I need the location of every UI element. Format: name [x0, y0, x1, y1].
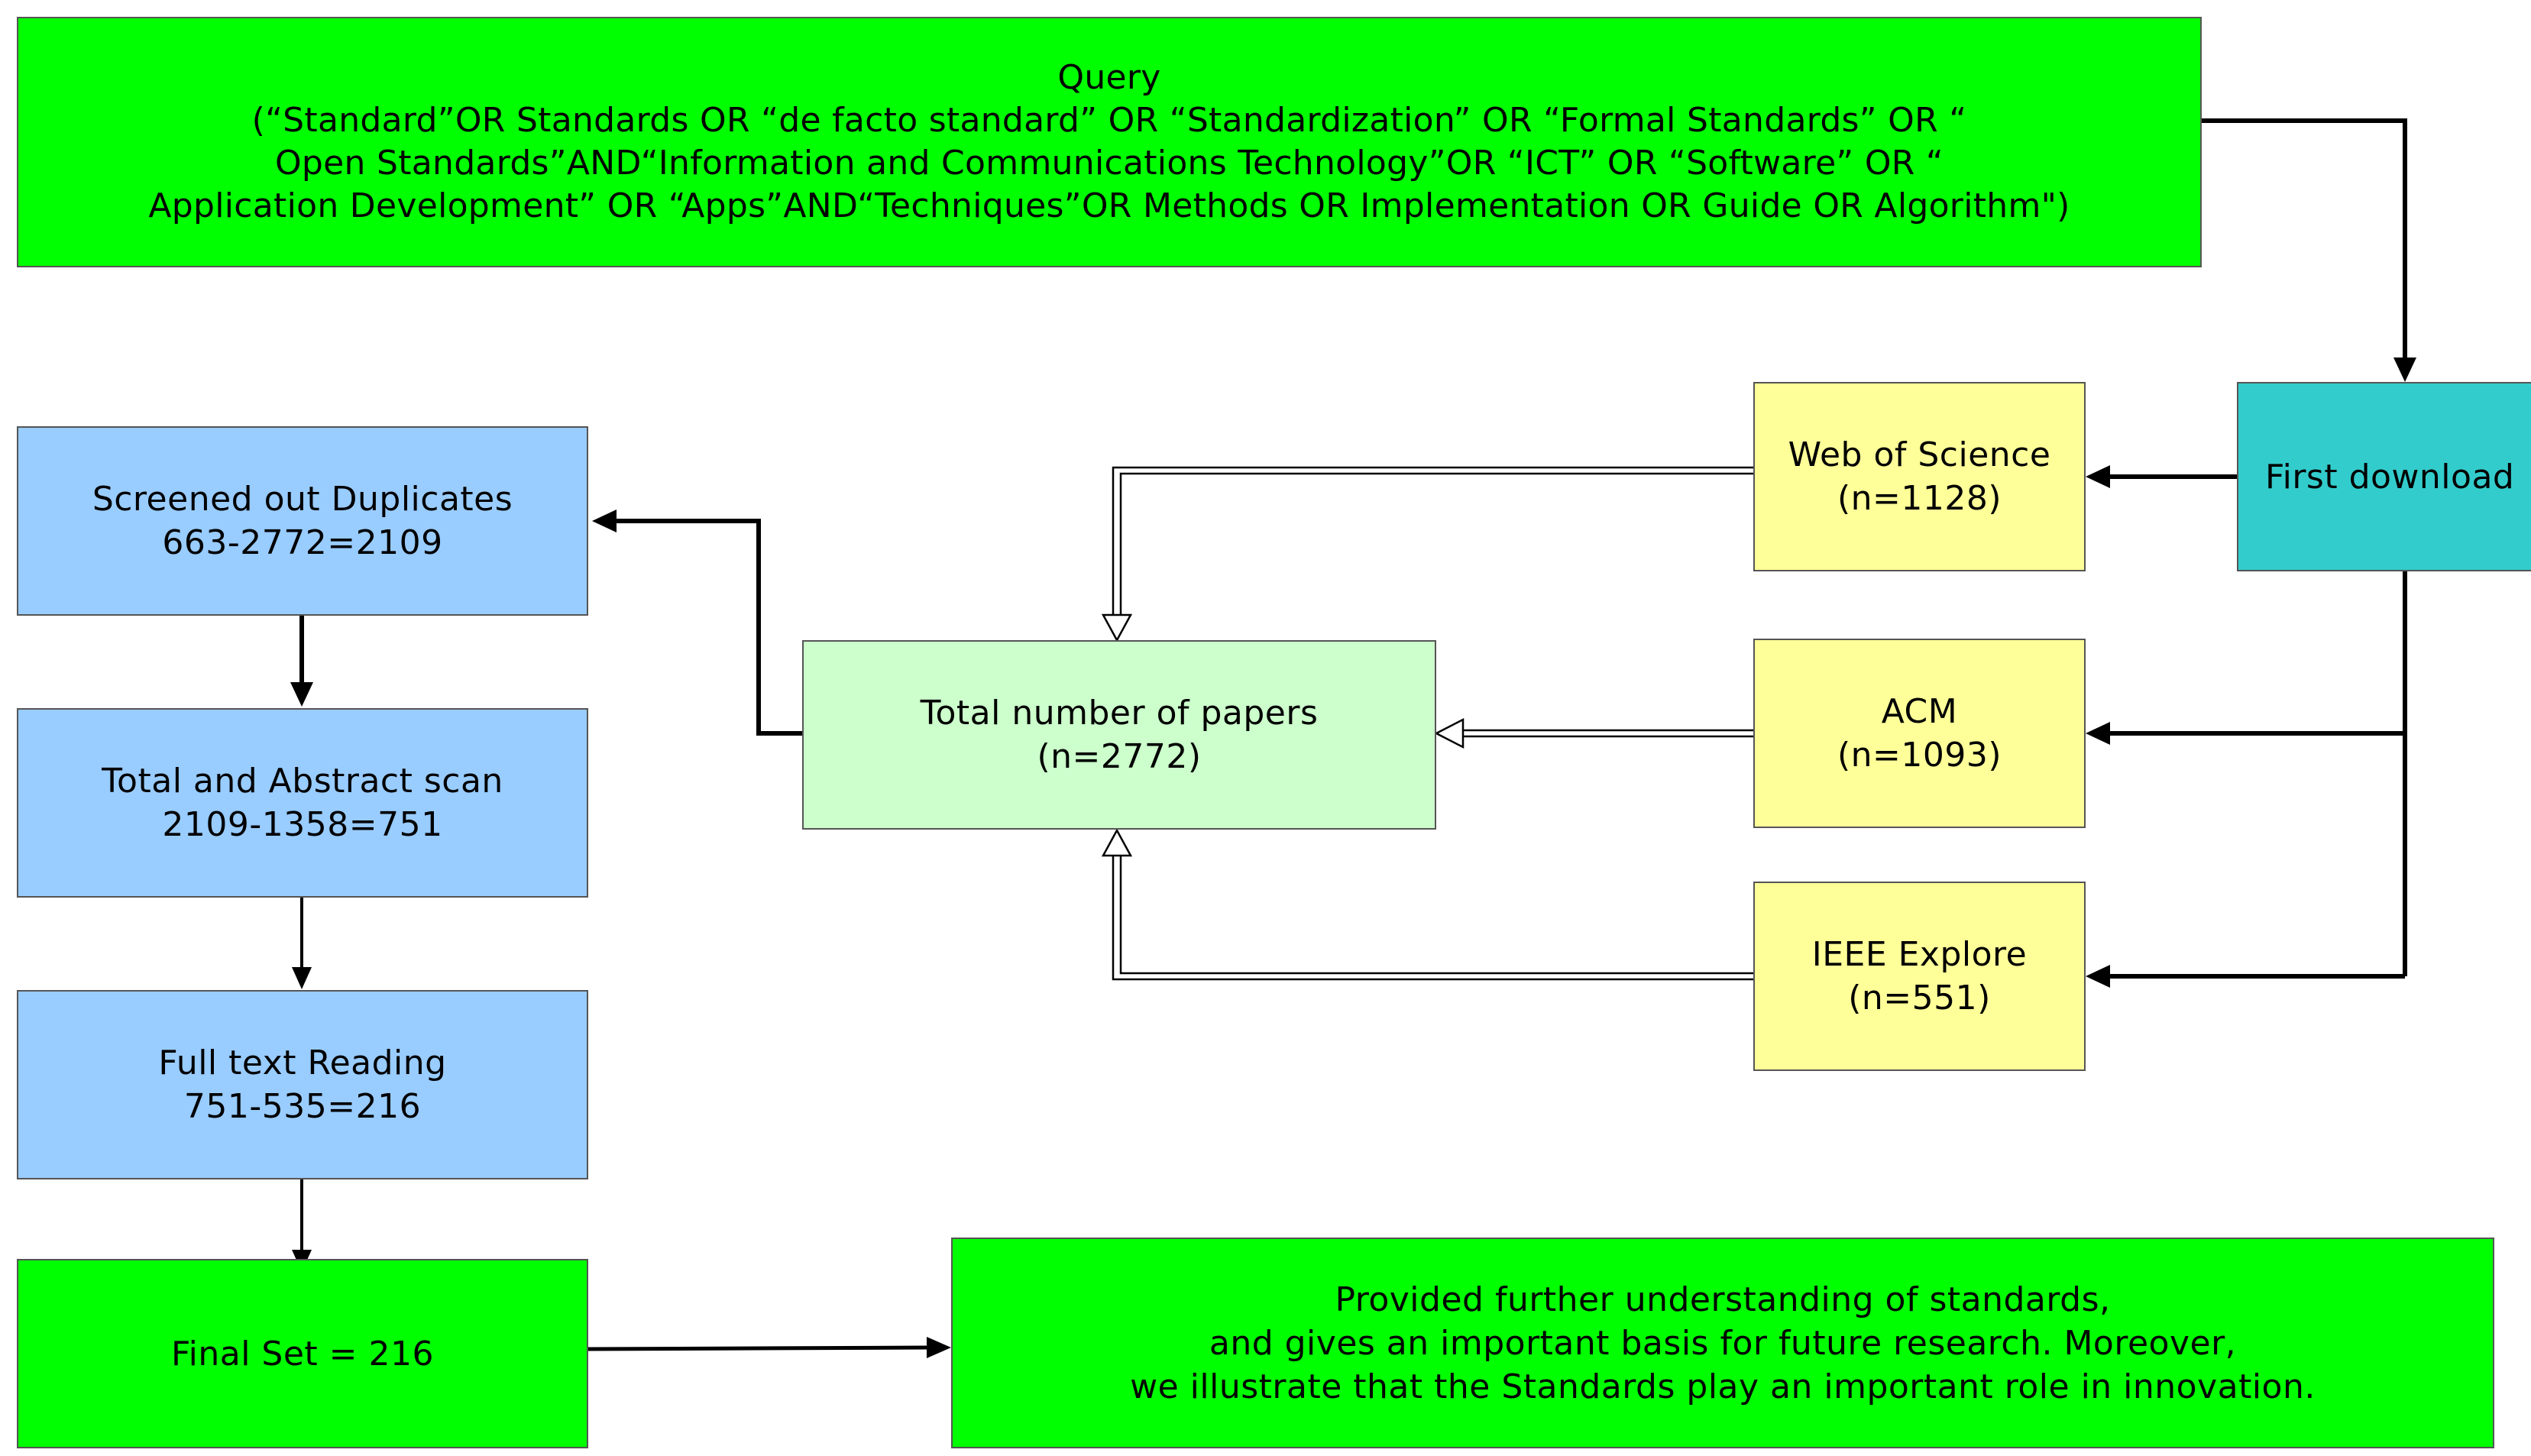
- step-content: Screened out Duplicates 663-2772=2109: [92, 477, 513, 565]
- hollow-arrowhead: [1101, 828, 1133, 857]
- total-label: Total number of papers: [920, 694, 1319, 733]
- query-line-1: (“Standard”OR Standards OR “de facto sta…: [251, 101, 1967, 140]
- query-to-download-connector: [2200, 118, 2407, 359]
- conclusion-line-1: Provided further understanding of standa…: [1335, 1280, 2111, 1319]
- query-line-2: Open Standards”AND“Information and Commu…: [274, 144, 1944, 183]
- total-count: (n=2772): [1037, 737, 1202, 776]
- first-download-box: First download: [2237, 382, 2531, 571]
- query-content: Query (“Standard”OR Standards OR “de fac…: [148, 57, 2070, 228]
- source-content: IEEE Explore (n=551): [1812, 933, 2027, 1020]
- arrowhead: [2086, 722, 2110, 745]
- source-name: IEEE Explore: [1811, 935, 2028, 974]
- conclusion-content: Provided further understanding of standa…: [1130, 1278, 2316, 1409]
- wos-to-total-connector: [1112, 466, 1753, 615]
- total-papers-box: Total number of papers (n=2772): [802, 640, 1436, 830]
- step-label: Total and Abstract scan: [102, 762, 503, 801]
- step-label: Full text Reading: [158, 1043, 447, 1082]
- hollow-arrowhead: [1434, 717, 1465, 749]
- step-box-abstract-scan: Total and Abstract scan 2109-1358=751: [17, 708, 588, 898]
- query-title: Query: [1057, 58, 1161, 97]
- final-set-box: Final Set = 216: [17, 1259, 588, 1448]
- final-set-label: Final Set = 216: [171, 1334, 434, 1373]
- source-count: (n=1093): [1837, 736, 2002, 775]
- source-count: (n=551): [1848, 979, 1991, 1018]
- arrowhead: [292, 967, 312, 989]
- arrowhead: [2393, 358, 2416, 382]
- step-value: 751-535=216: [183, 1087, 422, 1126]
- source-content: Web of Science (n=1128): [1788, 433, 2051, 520]
- hollow-arrowhead: [1101, 613, 1133, 642]
- arrowhead: [2086, 465, 2110, 488]
- source-box-acm: ACM (n=1093): [1753, 639, 2086, 828]
- conclusion-line-2: and gives an important basis for future …: [1209, 1323, 2237, 1363]
- arrowhead: [592, 510, 617, 532]
- first-download-label: First download: [2265, 457, 2515, 497]
- ieee-to-total-connector: [1112, 856, 1753, 981]
- conclusion-box: Provided further understanding of standa…: [951, 1238, 2494, 1448]
- query-line-3: Application Development” OR “Apps”AND“Te…: [148, 186, 2070, 225]
- step-box-screened-duplicates: Screened out Duplicates 663-2772=2109: [17, 426, 588, 616]
- source-name: Web of Science: [1788, 435, 2051, 474]
- total-content: Total number of papers (n=2772): [921, 691, 1319, 778]
- arrowhead: [2086, 965, 2110, 988]
- total-to-duplicates-connector: [615, 519, 802, 736]
- arrowhead: [290, 682, 313, 707]
- source-box-ieee-explore: IEEE Explore (n=551): [1753, 882, 2086, 1071]
- step-content: Full text Reading 751-535=216: [158, 1041, 446, 1128]
- source-name: ACM: [1881, 692, 1958, 731]
- step-value: 663-2772=2109: [162, 523, 443, 562]
- arrowhead: [927, 1337, 951, 1358]
- source-count: (n=1128): [1837, 479, 2002, 518]
- query-box: Query (“Standard”OR Standards OR “de fac…: [17, 17, 2202, 267]
- step-box-full-text-reading: Full text Reading 751-535=216: [17, 990, 588, 1179]
- step-value: 2109-1358=751: [162, 805, 443, 844]
- step-content: Total and Abstract scan 2109-1358=751: [102, 759, 503, 846]
- step-label: Screened out Duplicates: [92, 480, 513, 519]
- conclusion-line-3: we illustrate that the Standards play an…: [1130, 1367, 2316, 1406]
- source-box-web-of-science: Web of Science (n=1128): [1753, 382, 2086, 571]
- final-to-conclusion-connector: [587, 1345, 929, 1351]
- source-content: ACM (n=1093): [1837, 690, 2002, 777]
- acm-to-total-connector: [1463, 729, 1753, 738]
